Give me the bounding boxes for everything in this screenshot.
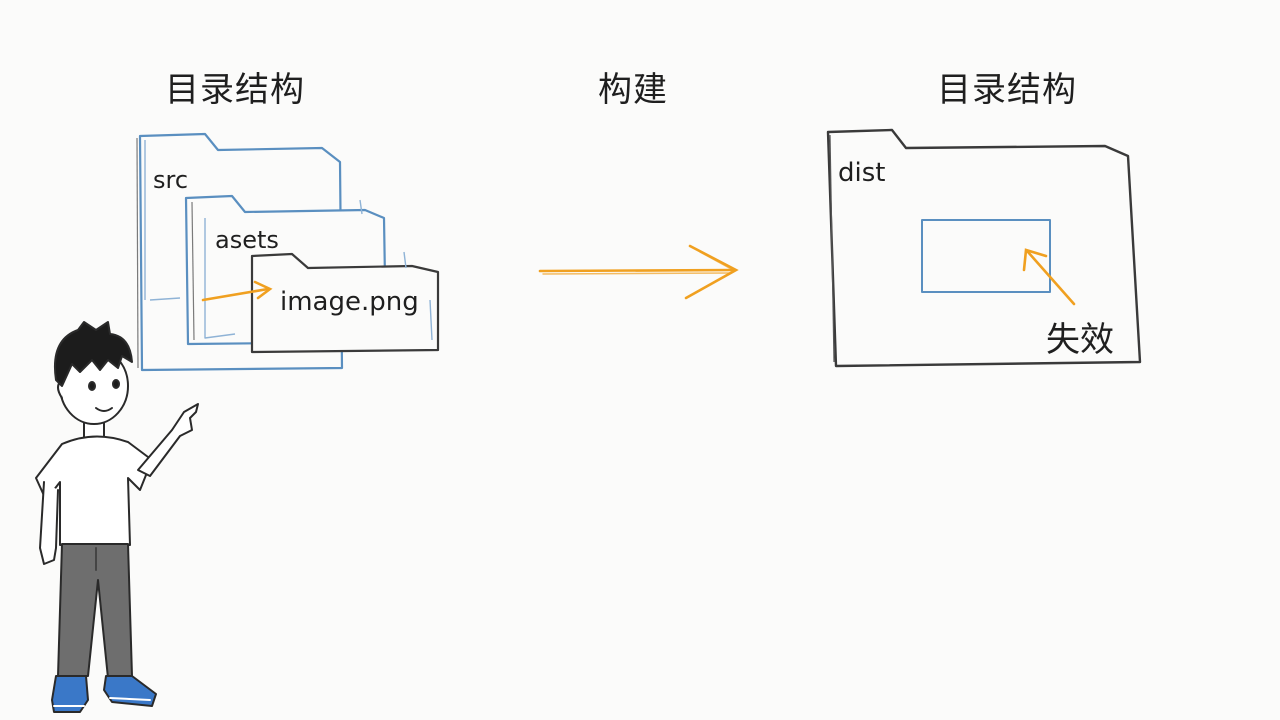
label-asets: asets bbox=[215, 226, 279, 254]
pointer-arrow-to-image bbox=[201, 280, 273, 302]
title-output-structure: 目录结构 bbox=[937, 70, 1077, 110]
broken-asset-box bbox=[921, 219, 1051, 293]
label-failure-status: 失效 bbox=[1046, 320, 1114, 360]
person-illustration bbox=[35, 321, 199, 713]
build-arrow bbox=[538, 244, 739, 300]
title-build: 构建 bbox=[598, 70, 668, 110]
folder-dist bbox=[826, 128, 1142, 368]
label-src: src bbox=[153, 166, 189, 194]
failure-arrow bbox=[1022, 248, 1076, 306]
title-source-structure: 目录结构 bbox=[165, 70, 305, 110]
file-image-png bbox=[250, 251, 440, 354]
label-image-png: image.png bbox=[280, 287, 419, 317]
label-dist: dist bbox=[838, 158, 886, 188]
